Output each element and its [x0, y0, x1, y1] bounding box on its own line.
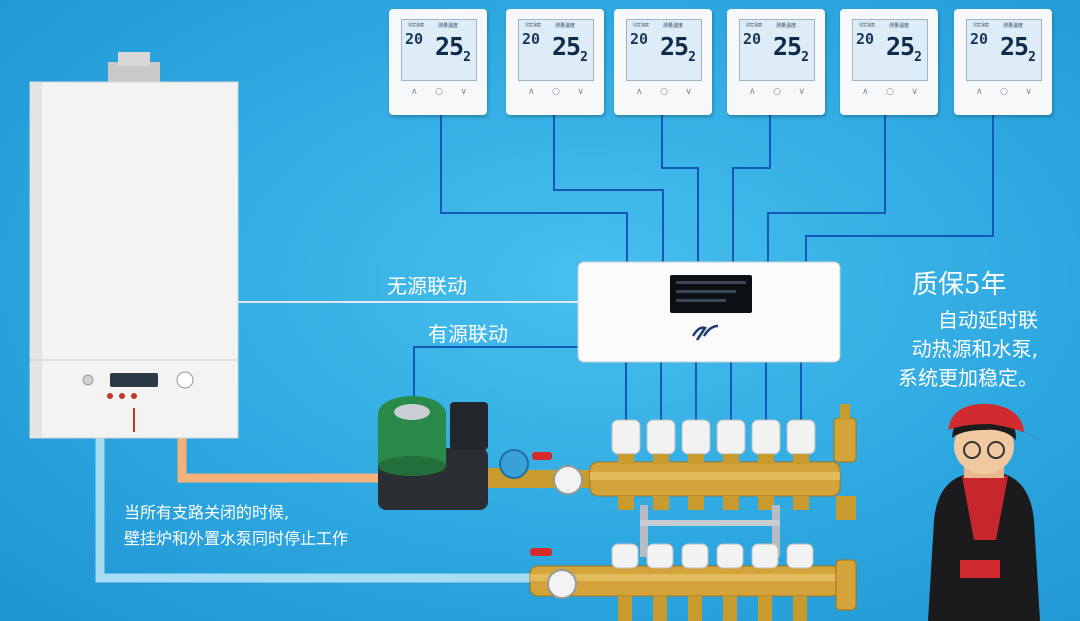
measured-caption: 测量温度 — [555, 23, 576, 29]
supply-valve-handle — [532, 452, 552, 460]
up-arrow-icon: ∧ — [749, 87, 756, 97]
measured-temperature: 252 — [886, 32, 922, 65]
power-icon: ○ — [660, 87, 668, 97]
actuator-wires — [625, 362, 802, 420]
thermostat-screen: 设定温度 测量温度 20 252 — [739, 19, 815, 81]
shutdown-note-line1: 当所有支路关闭的时候, — [124, 503, 290, 522]
thermostat-buttons: ∧ ○ ∨ — [636, 87, 692, 97]
power-icon: ○ — [886, 87, 894, 97]
measured-temperature: 252 — [552, 32, 588, 65]
down-arrow-icon: ∨ — [1025, 87, 1032, 97]
thermostat-screen: 设定温度 测量温度 20 252 — [966, 19, 1042, 81]
measured-temperature: 252 — [660, 32, 696, 65]
boiler-icon — [29, 52, 239, 439]
manifold-icon — [589, 404, 857, 557]
mascot-boy-icon — [928, 403, 1040, 621]
thermostat-screen: 设定温度 测量温度 20 252 — [852, 19, 928, 81]
set-caption: 设定温度 — [973, 22, 989, 27]
set-temperature: 20 — [405, 30, 424, 48]
thermostat-screen: 设定温度 测量温度 20 252 — [401, 19, 477, 81]
feature-description-line3: 系统更加稳定。 — [898, 366, 1038, 390]
up-arrow-icon: ∧ — [636, 87, 643, 97]
thermostat: 设定温度 测量温度 20 252 ∧ ○ ∨ — [840, 9, 938, 115]
thermostat: 设定温度 测量温度 20 252 ∧ ○ ∨ — [389, 9, 487, 115]
measured-caption: 测量温度 — [889, 23, 910, 29]
supply-gauge — [553, 465, 583, 495]
up-arrow-icon: ∧ — [411, 87, 418, 97]
thermostat-screen: 设定温度 测量温度 20 252 — [626, 19, 702, 81]
up-arrow-icon: ∧ — [862, 87, 869, 97]
return-manifold — [529, 543, 857, 621]
thermostat-buttons: ∧ ○ ∨ — [528, 87, 584, 97]
shutdown-note: 当所有支路关闭的时候, 壁挂炉和外置水泵同时停止工作 — [124, 500, 348, 552]
power-icon: ○ — [1000, 87, 1008, 97]
set-temperature: 20 — [522, 30, 541, 48]
control-center-icon — [577, 261, 841, 363]
warranty-label: 质保5年 — [912, 270, 1007, 300]
set-caption: 设定温度 — [859, 22, 875, 27]
measured-temperature: 252 — [1000, 32, 1036, 65]
up-arrow-icon: ∧ — [976, 87, 983, 97]
thermostat-wires — [440, 115, 994, 262]
feature-description-line2: 动热源和水泵, — [911, 337, 1038, 361]
down-arrow-icon: ∨ — [460, 87, 467, 97]
thermostat-buttons: ∧ ○ ∨ — [411, 87, 467, 97]
measured-caption: 测量温度 — [663, 23, 684, 29]
feature-description: 自动延时联 动热源和水泵, 系统更加稳定。 — [898, 306, 1038, 393]
power-icon: ○ — [552, 87, 560, 97]
thermostat-buttons: ∧ ○ ∨ — [749, 87, 805, 97]
set-caption: 设定温度 — [746, 22, 762, 27]
down-arrow-icon: ∨ — [685, 87, 692, 97]
down-arrow-icon: ∨ — [798, 87, 805, 97]
down-arrow-icon: ∨ — [911, 87, 918, 97]
set-temperature: 20 — [856, 30, 875, 48]
active-link-wire — [413, 346, 578, 398]
thermostat-buttons: ∧ ○ ∨ — [976, 87, 1032, 97]
thermostat: 设定温度 测量温度 20 252 ∧ ○ ∨ — [727, 9, 825, 115]
set-caption: 设定温度 — [525, 22, 541, 27]
set-temperature: 20 — [630, 30, 649, 48]
measured-caption: 测量温度 — [1003, 23, 1024, 29]
thermostat: 设定温度 测量温度 20 252 ∧ ○ ∨ — [614, 9, 712, 115]
measured-caption: 测量温度 — [438, 23, 459, 29]
thermostat-screen: 设定温度 测量温度 20 252 — [518, 19, 594, 81]
set-caption: 设定温度 — [633, 22, 649, 27]
circulation-pump-icon — [378, 396, 529, 510]
set-temperature: 20 — [970, 30, 989, 48]
measured-caption: 测量温度 — [776, 23, 797, 29]
measured-temperature: 252 — [435, 32, 471, 65]
passive-link-label: 无源联动 — [387, 274, 467, 298]
set-temperature: 20 — [743, 30, 762, 48]
thermostat-buttons: ∧ ○ ∨ — [862, 87, 918, 97]
shutdown-note-line2: 壁挂炉和外置水泵同时停止工作 — [124, 529, 349, 548]
return-pipe — [95, 438, 540, 583]
measured-temperature: 252 — [773, 32, 809, 65]
supply-pipe — [177, 435, 380, 483]
power-icon: ○ — [773, 87, 781, 97]
down-arrow-icon: ∨ — [577, 87, 584, 97]
set-caption: 设定温度 — [408, 22, 424, 27]
thermostat: 设定温度 测量温度 20 252 ∧ ○ ∨ — [506, 9, 604, 115]
thermostat: 设定温度 测量温度 20 252 ∧ ○ ∨ — [954, 9, 1052, 115]
up-arrow-icon: ∧ — [528, 87, 535, 97]
active-link-label: 有源联动 — [428, 322, 508, 346]
power-icon: ○ — [435, 87, 443, 97]
feature-description-line1: 自动延时联 — [938, 308, 1038, 332]
